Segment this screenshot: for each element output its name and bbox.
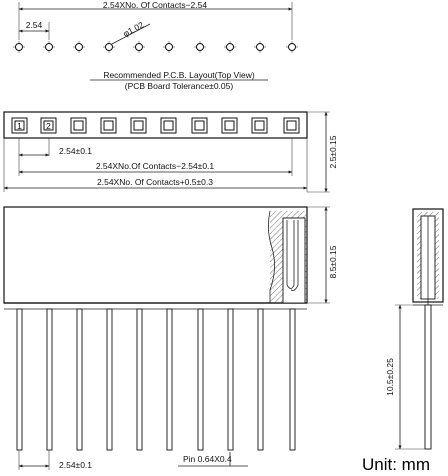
front-pitch-dim: 2.54±0.1 bbox=[59, 460, 92, 470]
pcb-holes bbox=[13, 41, 298, 53]
top-view: 1 2 2.54±0.1 2.54XNo.Of Contacts−2.54±0.… bbox=[3, 111, 338, 193]
pin1-label: 1 bbox=[17, 121, 22, 131]
pin2-label: 2 bbox=[46, 121, 51, 131]
layout-note-title: Recommended P.C.B. Layout(Top View) bbox=[103, 70, 255, 80]
top-view-cells bbox=[11, 117, 300, 134]
top-pitch-dim: 2.54±0.1 bbox=[59, 146, 92, 156]
top-overall-dim: 2.54XNo. Of Contacts+0.5±0.3 bbox=[97, 177, 213, 187]
layout-top-dim: 2.54XNo. Of Contacts−2.54 bbox=[103, 0, 207, 10]
layout-note-tolerance: (PCB Board Tolerance±0.05) bbox=[125, 81, 234, 91]
side-view: 10.5±0.25 bbox=[385, 208, 444, 450]
pin-size-dim: Pin 0.64X0.4 bbox=[183, 454, 232, 464]
front-pins bbox=[16, 308, 296, 451]
top-span-dim: 2.54XNo.Of Contacts−2.54±0.1 bbox=[96, 161, 215, 171]
body-height-dim: 8.5±0.15 bbox=[328, 245, 338, 278]
hole-diameter-dim: φ1.02 bbox=[121, 19, 145, 38]
front-view: 8.5±0.15 2.54±0.1 Pin 0.64X0.4 bbox=[3, 206, 338, 470]
pcb-layout-view: 2.54XNo. Of Contacts−2.54 2.54 bbox=[13, 0, 298, 91]
top-height-dim: 2.5±0.15 bbox=[328, 135, 338, 168]
layout-pitch-dim: 2.54 bbox=[26, 20, 43, 30]
pin-length-dim: 10.5±0.25 bbox=[385, 358, 395, 396]
unit-label: Unit: mm bbox=[362, 455, 430, 474]
